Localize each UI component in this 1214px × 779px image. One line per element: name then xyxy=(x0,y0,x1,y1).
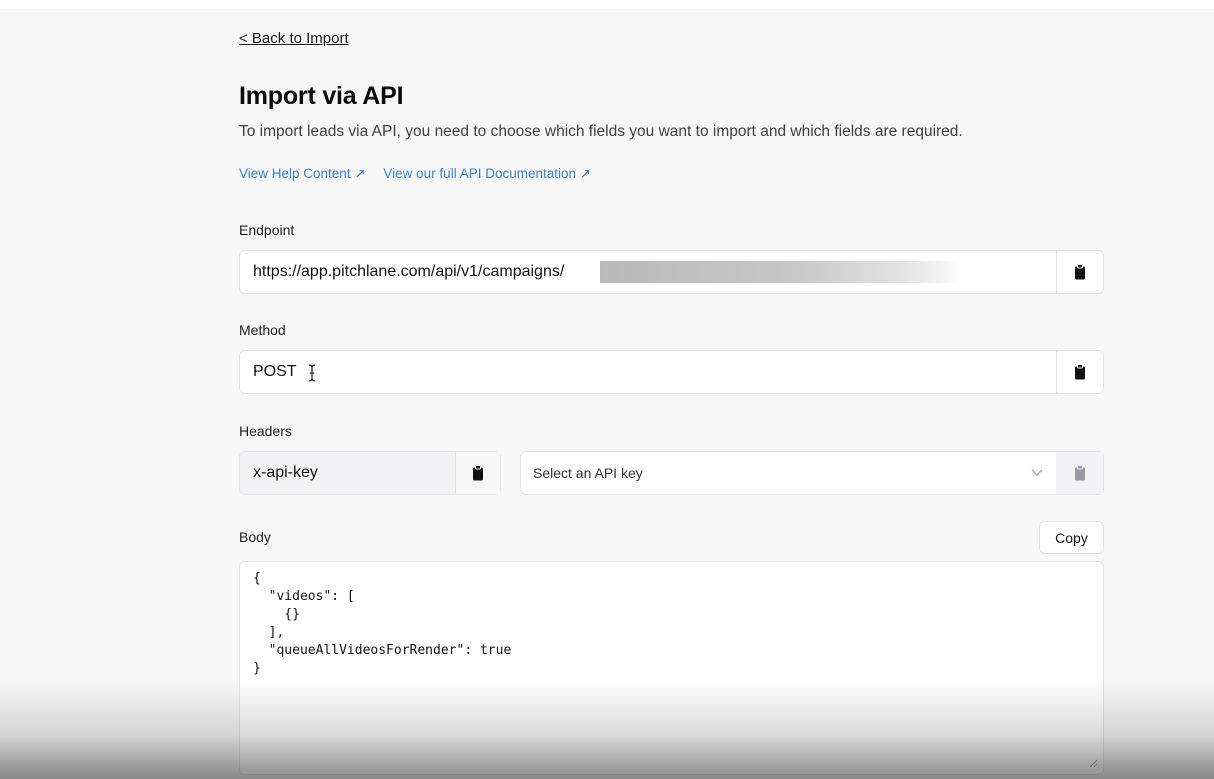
clipboard-icon xyxy=(1075,364,1085,380)
body-editor[interactable] xyxy=(239,561,1104,775)
header-key-field[interactable]: x-api-key xyxy=(239,451,501,495)
api-documentation-link[interactable]: View our full API Documentation ↗ xyxy=(383,166,592,181)
clipboard-icon xyxy=(1074,465,1085,481)
method-field[interactable]: POST xyxy=(239,350,1104,394)
headers-label: Headers xyxy=(239,423,292,439)
api-key-select-group: Select an API key xyxy=(520,451,1104,495)
redacted-campaign-id xyxy=(600,261,962,283)
help-links: View Help Content ↗ View our full API Do… xyxy=(239,166,605,182)
endpoint-field[interactable]: https://app.pitchlane.com/api/v1/campaig… xyxy=(239,250,1104,294)
api-key-placeholder: Select an API key xyxy=(533,465,643,481)
copy-header-key-button[interactable] xyxy=(455,452,500,494)
endpoint-value[interactable]: https://app.pitchlane.com/api/v1/campaig… xyxy=(253,263,565,280)
copy-api-key-button xyxy=(1056,452,1103,494)
clipboard-icon xyxy=(473,465,483,481)
page-title: Import via API xyxy=(239,82,404,110)
copy-method-button[interactable] xyxy=(1056,351,1103,393)
copy-endpoint-button[interactable] xyxy=(1056,251,1103,293)
method-label: Method xyxy=(239,322,286,338)
body-label: Body xyxy=(239,529,271,545)
back-to-import-link[interactable]: < Back to Import xyxy=(239,30,349,47)
header-key-value[interactable]: x-api-key xyxy=(253,464,318,481)
top-border xyxy=(0,0,1214,9)
api-key-select[interactable]: Select an API key xyxy=(521,452,1056,494)
chevron-down-icon xyxy=(1031,469,1043,476)
copy-body-button[interactable]: Copy xyxy=(1039,521,1104,554)
text-cursor-icon xyxy=(307,363,317,387)
clipboard-icon xyxy=(1075,264,1085,280)
page-description: To import leads via API, you need to cho… xyxy=(239,123,963,140)
method-value[interactable]: POST xyxy=(253,363,297,380)
endpoint-label: Endpoint xyxy=(239,222,295,238)
resize-handle-icon[interactable] xyxy=(1088,758,1098,768)
view-help-content-link[interactable]: View Help Content ↗ xyxy=(239,166,366,181)
